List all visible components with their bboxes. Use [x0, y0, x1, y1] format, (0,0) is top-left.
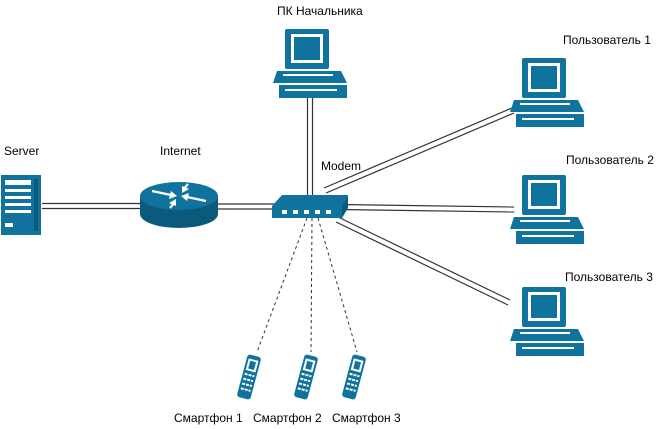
phone2-label: Смартфон 2 — [253, 411, 322, 425]
phone1-label: Смартфон 1 — [174, 411, 243, 425]
link-modem-user3 — [335, 216, 511, 306]
smartphone-icon — [236, 353, 262, 401]
link-internet-modem — [218, 203, 275, 210]
link-modem-phone1 — [256, 217, 308, 353]
hub-modem-icon — [272, 195, 348, 218]
boss-pc-label: ПК Начальника — [277, 4, 363, 18]
server-label: Server — [4, 144, 40, 158]
internet-label: Internet — [160, 144, 201, 158]
phone3-label: Смартфон 3 — [332, 411, 401, 425]
user3-label: Пользователь 3 — [565, 270, 653, 284]
smartphone-icon — [293, 353, 319, 401]
user1-label: Пользователь 1 — [563, 33, 651, 47]
router-icon — [140, 182, 218, 228]
server-tower-icon — [1, 175, 41, 235]
user2-label: Пользователь 2 — [566, 153, 654, 167]
link-modem-phone3 — [317, 217, 358, 353]
link-modem-user2 — [339, 203, 515, 213]
link-modem-user1 — [323, 107, 515, 194]
desktop-computer-icon — [510, 287, 584, 356]
link-server-internet — [42, 202, 142, 210]
modem-label: Modem — [321, 159, 362, 173]
smartphone-icon — [341, 353, 367, 401]
desktop-computer-icon — [510, 175, 584, 244]
desktop-computer-icon — [510, 58, 584, 127]
desktop-computer-icon — [273, 29, 347, 98]
link-modem-boss — [306, 98, 314, 196]
link-modem-phone2 — [310, 217, 313, 353]
